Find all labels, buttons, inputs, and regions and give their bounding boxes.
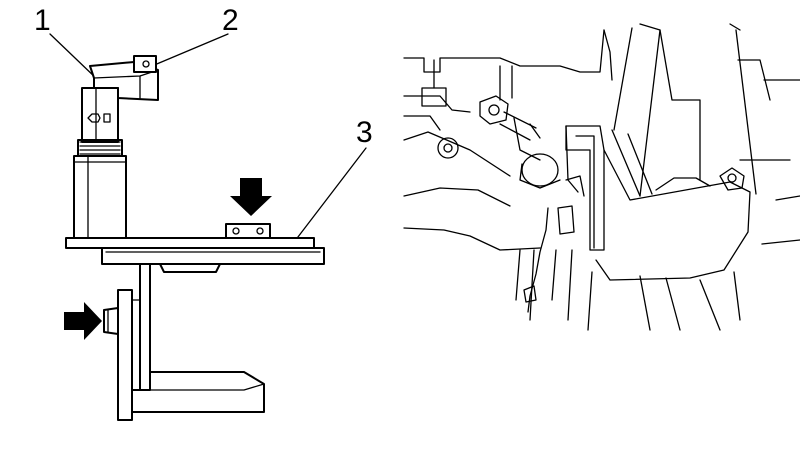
arrow-down-icon (230, 178, 272, 216)
part-2-tab (133, 55, 157, 73)
bracket (103, 263, 265, 421)
callout-label-3: 3 (356, 116, 373, 149)
thread-section (77, 139, 123, 157)
installed-view (403, 23, 800, 331)
leader-line-3 (287, 147, 367, 251)
leader-line-1 (49, 33, 99, 81)
tool-assembly (49, 33, 367, 421)
installed-bracket (557, 125, 751, 281)
callout-label-1: 1 (34, 4, 51, 37)
callout-label-2: 2 (222, 4, 239, 37)
linkage (479, 95, 561, 189)
arrow-right-icon (64, 302, 102, 340)
leader-line-2 (151, 33, 229, 67)
part-3-base-plate (65, 223, 325, 273)
part-1-pin (73, 55, 159, 239)
